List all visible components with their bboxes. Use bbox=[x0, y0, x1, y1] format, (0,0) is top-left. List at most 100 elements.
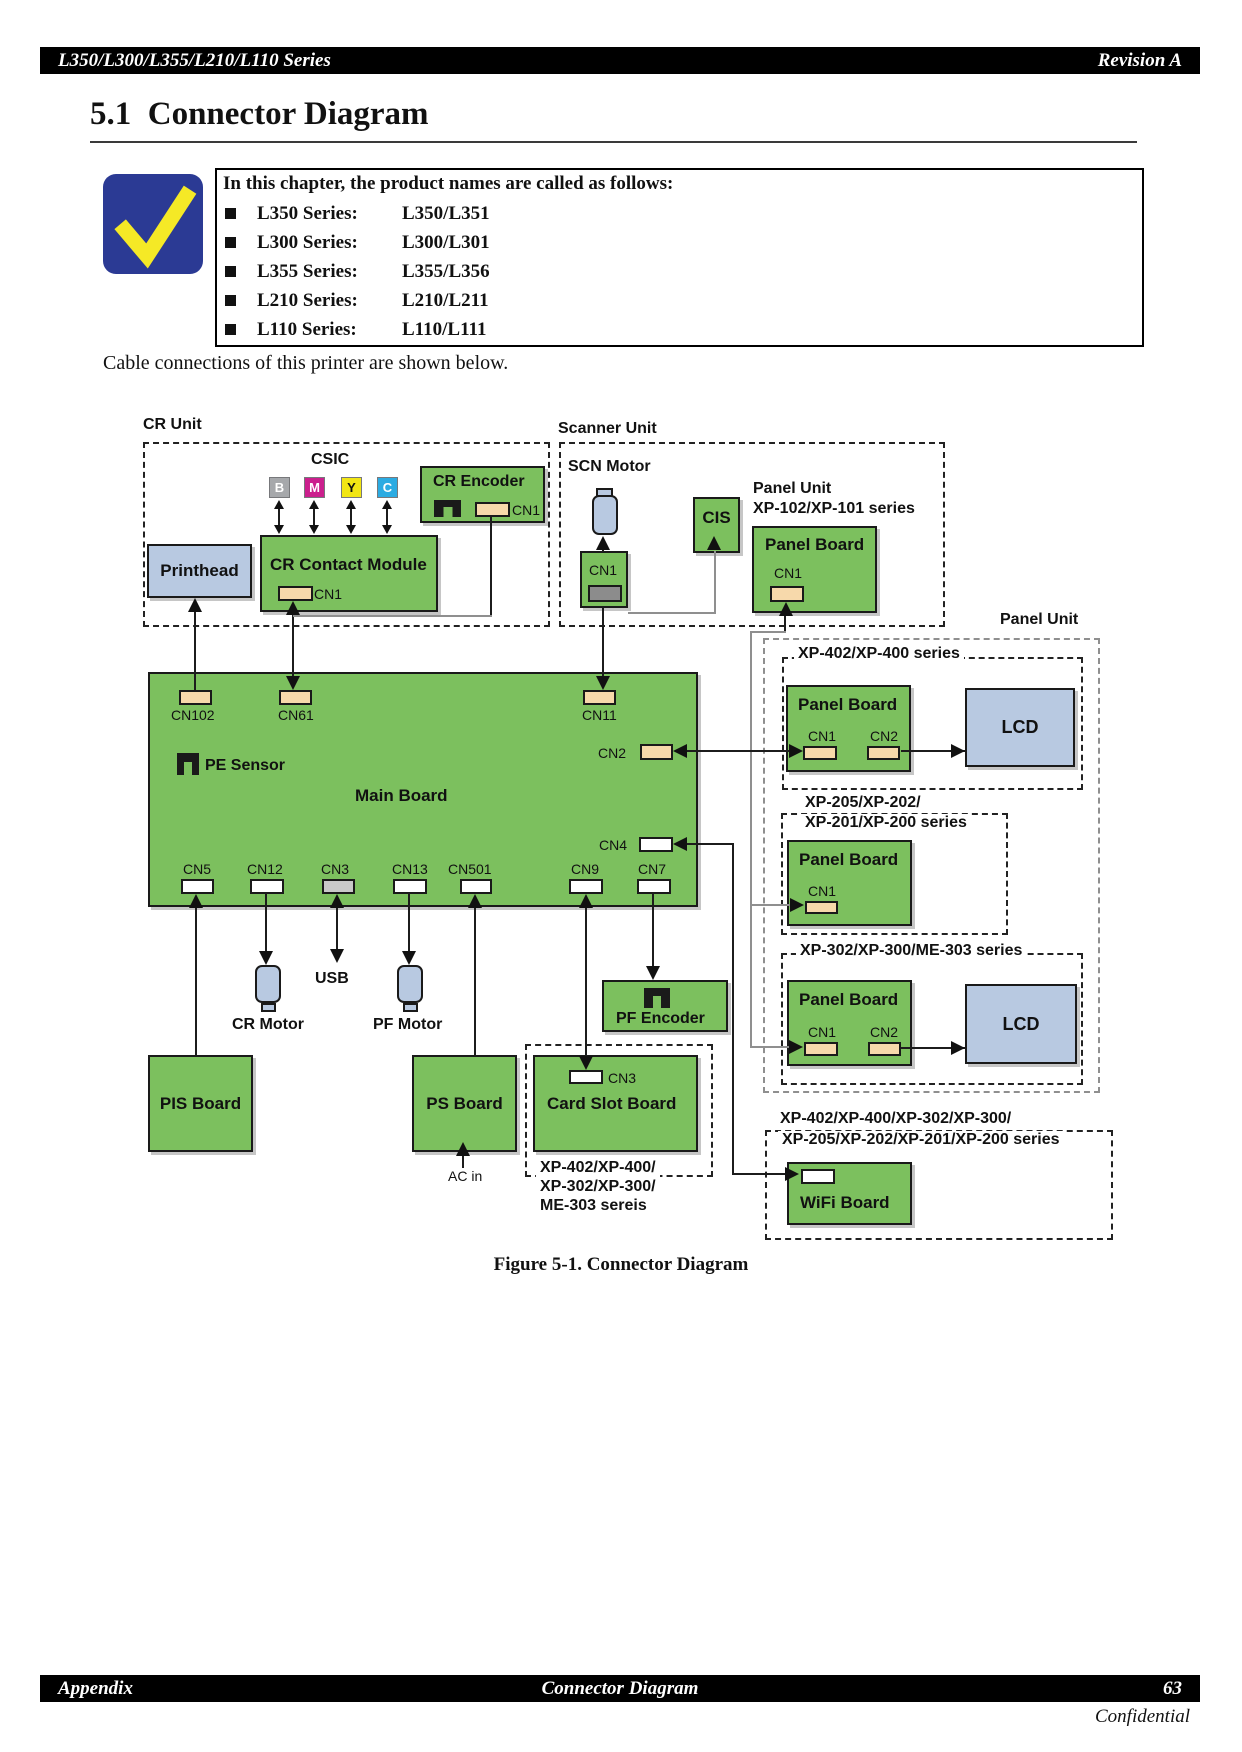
xp302-cn1-connector bbox=[804, 1042, 838, 1056]
wire bbox=[687, 750, 789, 752]
wire bbox=[732, 1173, 787, 1175]
cr-motor-tab bbox=[261, 1003, 276, 1012]
csic-chip-magenta: M bbox=[304, 477, 325, 498]
note-item: L350 Series:L350/L351 bbox=[225, 203, 490, 225]
cn13-connector bbox=[393, 879, 427, 894]
footer-bar: Appendix Connector Diagram 63 bbox=[40, 1675, 1200, 1702]
note-item: L355 Series:L355/L356 bbox=[225, 261, 490, 283]
arrow-down bbox=[646, 966, 660, 980]
pe-sensor-icon bbox=[177, 753, 199, 775]
wire bbox=[732, 843, 734, 1175]
scn-motor bbox=[592, 495, 618, 535]
wire bbox=[585, 907, 587, 1056]
arrow-up bbox=[330, 894, 344, 908]
ps-board-box: PS Board bbox=[412, 1055, 517, 1152]
wire bbox=[408, 893, 410, 952]
xp402-panel-board-box: Panel Board CN1 CN2 bbox=[786, 685, 911, 772]
ac-in-label: AC in bbox=[448, 1168, 483, 1184]
printhead-box: Printhead bbox=[147, 544, 252, 598]
header-bar: L350/L300/L355/L210/L110 Series Revision… bbox=[40, 47, 1200, 74]
xp205-series-label1: XP-205/XP-202/ bbox=[801, 794, 925, 812]
wifi-series-label2: XP-205/XP-202/XP-201/XP-200 series bbox=[778, 1131, 1064, 1149]
cr-contact-cn1-connector bbox=[278, 586, 313, 601]
pf-encoder-box: PF Encoder bbox=[602, 980, 728, 1032]
bullet-icon bbox=[225, 266, 236, 277]
xp205-series-label2: XP-201/XP-200 series bbox=[801, 814, 971, 832]
title-rule bbox=[90, 141, 1137, 143]
usb-label: USB bbox=[315, 970, 349, 987]
cr-motor bbox=[255, 965, 281, 1003]
xp302-cn2-connector bbox=[868, 1042, 901, 1056]
wire bbox=[652, 893, 654, 966]
header-revision: Revision A bbox=[1097, 49, 1182, 71]
encoder-icon bbox=[434, 500, 461, 517]
xp102-panel-board-box: Panel Board CN1 bbox=[752, 526, 877, 613]
confidential-label: Confidential bbox=[1095, 1706, 1190, 1727]
panel-unit-box bbox=[763, 638, 1100, 1093]
card-series-label2: XP-302/XP-300/ bbox=[536, 1178, 660, 1196]
main-board-box: Main Board PE Sensor CN102 CN61 CN11 CN2… bbox=[148, 672, 698, 907]
bullet-icon bbox=[225, 295, 236, 306]
wire bbox=[750, 631, 752, 1048]
wire bbox=[628, 612, 716, 614]
wire bbox=[313, 508, 315, 526]
wire bbox=[784, 616, 786, 633]
cn7-connector bbox=[637, 879, 671, 894]
note-item: L210 Series:L210/L211 bbox=[225, 290, 489, 312]
wire bbox=[265, 893, 267, 952]
arrow-up bbox=[286, 601, 300, 615]
wire bbox=[714, 551, 716, 614]
check-icon bbox=[103, 174, 203, 274]
arrow-right bbox=[785, 1167, 799, 1181]
arrow-up bbox=[274, 500, 284, 509]
wifi-connector bbox=[801, 1169, 835, 1184]
wire bbox=[901, 1047, 965, 1049]
scn-motor-cn1-box: CN1 bbox=[580, 551, 628, 608]
arrow-right bbox=[951, 744, 965, 758]
wire bbox=[195, 907, 197, 1055]
cr-unit-box bbox=[143, 442, 550, 627]
arrow-right bbox=[789, 744, 803, 758]
arrow-up bbox=[468, 894, 482, 908]
cr-motor-label: CR Motor bbox=[232, 1016, 304, 1033]
scn-motor-cn1-connector bbox=[588, 585, 622, 602]
note-item: L110 Series:L110/L111 bbox=[225, 319, 486, 341]
xp402-lcd-box: LCD bbox=[965, 688, 1075, 767]
wifi-board-box: WiFi Board bbox=[787, 1162, 912, 1225]
wire bbox=[602, 608, 604, 678]
xp205-cn1-connector bbox=[805, 901, 838, 914]
wire bbox=[293, 615, 492, 617]
cn5-connector bbox=[181, 879, 214, 894]
pf-motor-tab bbox=[403, 1003, 418, 1012]
arrow-down bbox=[309, 525, 319, 534]
bullet-icon bbox=[225, 208, 236, 219]
arrow-up bbox=[579, 894, 593, 908]
footer-page-number: 63 bbox=[1163, 1677, 1182, 1699]
wire bbox=[901, 750, 965, 752]
note-intro: In this chapter, the product names are c… bbox=[223, 173, 674, 194]
card-series-label1: XP-402/XP-400/ bbox=[536, 1159, 660, 1177]
bullet-icon bbox=[225, 237, 236, 248]
wire bbox=[602, 548, 604, 552]
csic-label: CSIC bbox=[311, 451, 350, 468]
arrow-down bbox=[579, 1056, 593, 1070]
pis-board-box: PIS Board bbox=[148, 1055, 253, 1152]
wire bbox=[750, 1046, 791, 1048]
pf-motor-label: PF Motor bbox=[373, 1016, 443, 1033]
arrow-down bbox=[286, 676, 300, 690]
wifi-series-label1: XP-402/XP-400/XP-302/XP-300/ bbox=[776, 1110, 1016, 1128]
checkmark-glyph bbox=[114, 185, 197, 269]
xp102-panel-unit-label1: Panel Unit bbox=[753, 480, 832, 497]
arrow-up bbox=[707, 536, 721, 550]
cn12-connector bbox=[250, 879, 284, 894]
wire bbox=[350, 508, 352, 526]
arrow-right bbox=[951, 1041, 965, 1055]
xp402-cn1-connector bbox=[803, 746, 837, 760]
csic-chip-yellow: Y bbox=[341, 477, 362, 498]
csic-chip-cyan: C bbox=[377, 477, 398, 498]
arrow-up bbox=[456, 1142, 470, 1156]
arrow-down bbox=[259, 951, 273, 965]
pf-motor bbox=[397, 965, 423, 1003]
panel-unit-title: Panel Unit bbox=[1000, 611, 1079, 628]
